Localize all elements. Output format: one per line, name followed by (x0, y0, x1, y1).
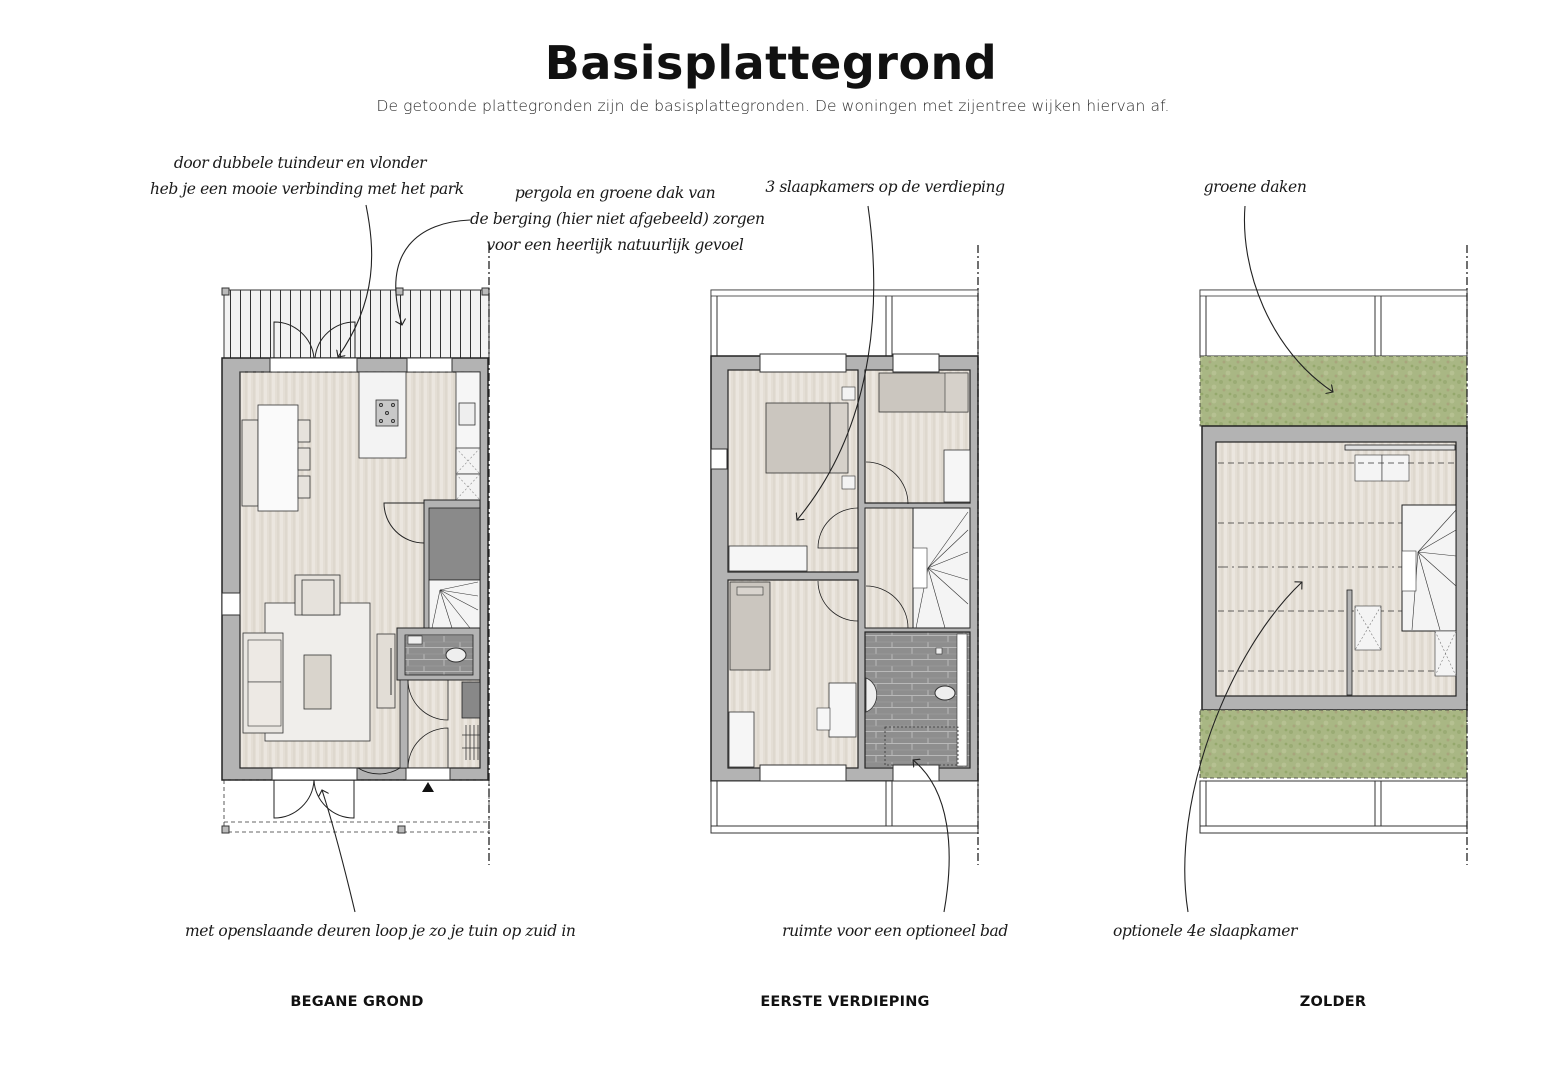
annotation-garden-door: door dubbele tuindeur en vlonder heb je … (150, 150, 464, 202)
floor-label-first: EERSTE VERDIEPING (760, 994, 930, 1010)
annotation-pergola: pergola en groene dak van de berging (hi… (470, 180, 765, 258)
annotation-optional-bath: ruimte voor een optioneel bad (782, 922, 1008, 940)
annotation-leaders (322, 204, 1333, 913)
page-title: Basisplattegrond (544, 36, 998, 90)
optional-bath-outline (884, 726, 959, 766)
annotation-line: pergola en groene dak van (514, 184, 716, 202)
annotation-line: voor een heerlijk natuurlijk gevoel (486, 236, 744, 254)
annotation-line: door dubbele tuindeur en vlonder (173, 154, 427, 172)
annotation-line: de berging (hier niet afgebeeld) zorgen (470, 210, 765, 228)
floor-label-attic: ZOLDER (1299, 994, 1367, 1010)
annotation-green-roofs: groene daken (1203, 178, 1307, 196)
annotation-garden-south: met openslaande deuren loop je zo je tui… (185, 922, 576, 940)
plan-first-floor (710, 245, 979, 865)
annotation-line: heb je een mooie verbinding met het park (150, 180, 464, 198)
green-roof-front (1199, 709, 1468, 779)
page-subtitle: De getoonde plattegronden zijn de basisp… (376, 97, 1170, 115)
floor-label-ground: BEGANE GROND (290, 994, 424, 1010)
entrance-marker (422, 782, 434, 792)
annotation-optional-bedroom: optionele 4e slaapkamer (1113, 922, 1297, 940)
annotation-bedrooms: 3 slaapkamers op de verdieping (765, 178, 1005, 196)
plan-attic (1199, 245, 1468, 865)
plan-ground-floor (221, 245, 490, 865)
green-roof-back (1199, 355, 1468, 427)
